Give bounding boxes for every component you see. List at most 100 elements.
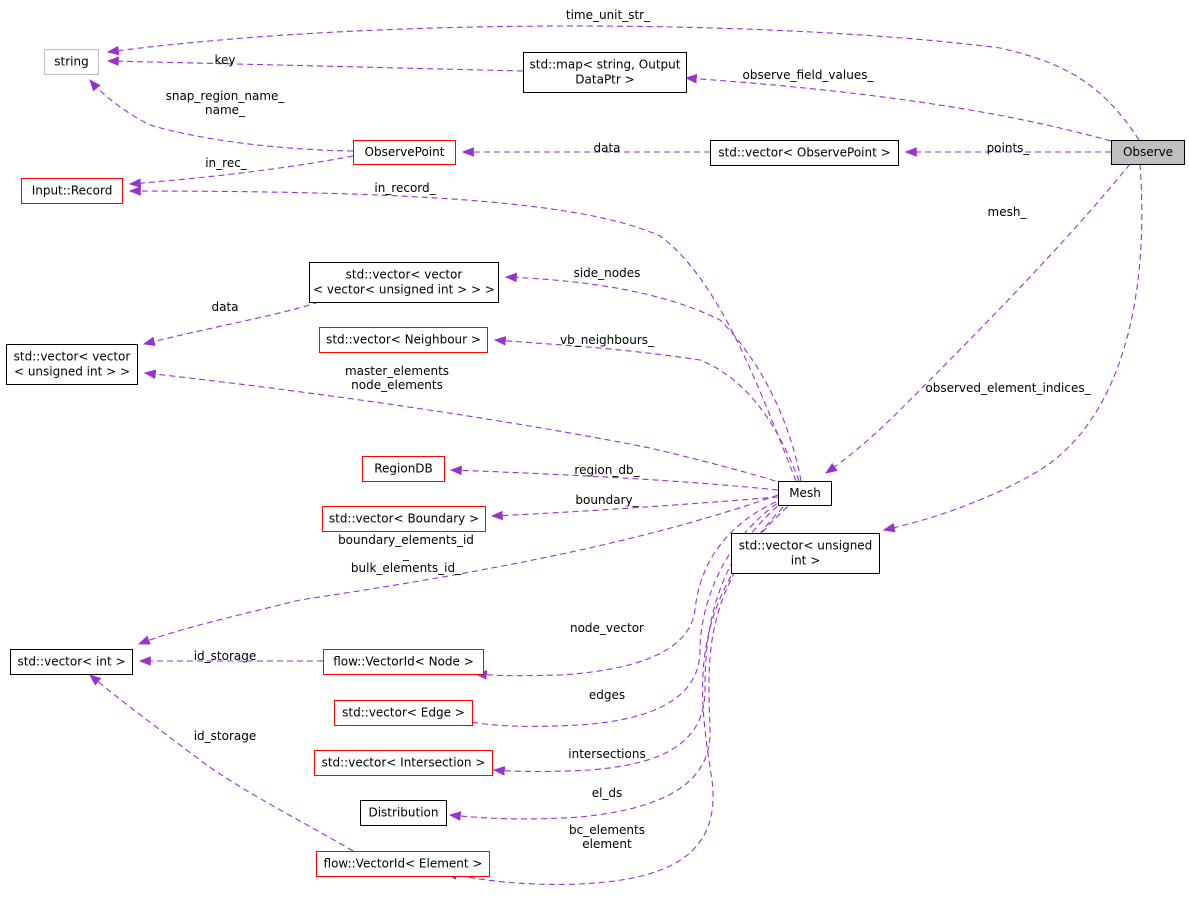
node-vvu[interactable]: std::vector< vector< unsigned int > > <box>6 344 138 385</box>
node-label: Observe <box>1123 145 1173 159</box>
node-box <box>353 140 456 165</box>
node-mesh[interactable]: Mesh <box>778 481 832 506</box>
edge-label-intersections: intersections <box>568 747 645 761</box>
node-label: std::vector< ObservePoint > <box>718 146 890 160</box>
edge-key <box>106 56 524 72</box>
node-box <box>362 456 445 482</box>
node-box <box>6 344 138 385</box>
node-distr[interactable]: Distribution <box>360 800 447 826</box>
edge-observe-field-values <box>684 73 1112 142</box>
node-box <box>322 506 486 532</box>
node-label: std::vector< Boundary > <box>329 512 479 526</box>
edge-label-in-record: in_record_ <box>374 181 436 195</box>
node-label: std::map< string, Output <box>530 58 681 72</box>
edge-label-points: points_ <box>987 141 1031 155</box>
node-box <box>523 52 687 93</box>
node-box <box>10 649 133 675</box>
node-observepoint[interactable]: ObservePoint <box>353 140 456 165</box>
node-label: Distribution <box>368 806 438 820</box>
edge-label-master-node: node_elements <box>351 378 443 392</box>
edge-side-nodes <box>504 272 802 482</box>
node-label: std::vector< unsigned <box>739 539 873 553</box>
edge-label-time-unit-str: time_unit_str_ <box>566 8 651 22</box>
node-vvv[interactable]: std::vector< vector< vector< unsigned in… <box>309 262 499 303</box>
node-regiondb[interactable]: RegionDB <box>362 456 445 482</box>
edge-node-vector <box>474 497 786 680</box>
node-box <box>44 49 99 75</box>
node-label: ObservePoint <box>365 145 445 159</box>
edge-label-el-ds: el_ds <box>592 786 623 800</box>
node-vecint[interactable]: std::vector< int > <box>10 649 133 675</box>
node-label: std::vector< Edge > <box>342 706 465 720</box>
node-string[interactable]: string <box>44 49 99 75</box>
edge-label-key: key <box>214 53 235 67</box>
edge-label-snap-region: snap_region_name_ <box>166 89 286 103</box>
edge-label-bc-element: element <box>582 837 632 851</box>
edge-label-boundary: boundary_ <box>575 493 639 507</box>
node-box <box>1111 140 1185 165</box>
edge-label-snap-region: name_ <box>205 103 246 117</box>
edge-observed-indices <box>882 163 1143 533</box>
edge-snap-region <box>89 79 354 152</box>
node-box <box>360 800 447 826</box>
edge-label-vb-neighbours: vb_neighbours_ <box>560 333 655 347</box>
node-label: Input::Record <box>32 184 113 198</box>
edge-bulk-boundary <box>137 494 779 645</box>
node-label: DataPtr > <box>575 73 634 87</box>
edge-mesh <box>825 163 1131 474</box>
node-label: std::vector< int > <box>17 655 125 669</box>
edge-vb-neighbours <box>493 336 800 482</box>
node-box <box>21 178 123 204</box>
node-box <box>314 750 493 776</box>
edge-label-vvv-data: data <box>211 300 238 314</box>
node-label: flow::VectorId< Node > <box>333 655 474 669</box>
edge-label-id-storage-elem: id_storage <box>194 729 257 743</box>
edge-label-region-db: region_db_ <box>574 463 640 477</box>
edges-layer <box>89 25 1143 885</box>
node-label: flow::VectorId< Element > <box>324 857 483 871</box>
node-vnode[interactable]: flow::VectorId< Node > <box>323 649 484 675</box>
edge-time-unit-str <box>106 25 1140 141</box>
node-box <box>731 533 880 574</box>
edge-label-bulk-boundary: _ <box>402 547 410 561</box>
node-inter[interactable]: std::vector< Intersection > <box>314 750 493 776</box>
edge-label-observed-indices: observed_element_indices_ <box>925 381 1091 395</box>
edge-region-db <box>449 465 779 491</box>
edge-label-bc-element: bc_elements <box>569 823 645 837</box>
node-label: < vector< unsigned int > > > <box>313 283 495 297</box>
node-box <box>778 481 832 506</box>
node-box <box>323 649 484 675</box>
node-box <box>334 700 473 726</box>
node-label: std::vector< Neighbour > <box>326 333 481 347</box>
edge-label-bulk-boundary: boundary_elements_id <box>338 533 474 547</box>
edge-el-ds <box>448 499 791 821</box>
node-label: < unsigned int > > <box>14 365 130 379</box>
edge-bc-element <box>444 499 796 885</box>
node-neigh[interactable]: std::vector< Neighbour > <box>319 327 488 353</box>
node-label: Mesh <box>789 486 821 500</box>
edge-master-node <box>143 369 786 485</box>
node-label: int > <box>791 554 821 568</box>
edge-in-rec <box>128 155 354 188</box>
node-label: std::vector< vector <box>14 350 131 364</box>
node-velem[interactable]: flow::VectorId< Element > <box>316 851 490 877</box>
edge-label-observe-field-values: observe_field_values_ <box>743 68 875 82</box>
node-box <box>309 262 499 303</box>
edge-edges <box>458 497 786 727</box>
edge-label-node-vector: node_vector <box>570 621 644 635</box>
node-observe[interactable]: Observe <box>1111 140 1185 165</box>
edge-intersections <box>492 499 786 776</box>
node-vecobs[interactable]: std::vector< ObservePoint > <box>710 140 899 166</box>
edge-id-storage-elem <box>89 674 354 852</box>
edge-label-edges: edges <box>589 688 625 702</box>
edge-label-side-nodes: side_nodes <box>574 266 641 280</box>
node-boundary[interactable]: std::vector< Boundary > <box>322 506 486 532</box>
node-record[interactable]: Input::Record <box>21 178 123 204</box>
node-box <box>319 327 488 353</box>
node-edge[interactable]: std::vector< Edge > <box>334 700 473 726</box>
edge-label-in-rec: in_rec_ <box>205 156 248 170</box>
node-box <box>316 851 490 877</box>
